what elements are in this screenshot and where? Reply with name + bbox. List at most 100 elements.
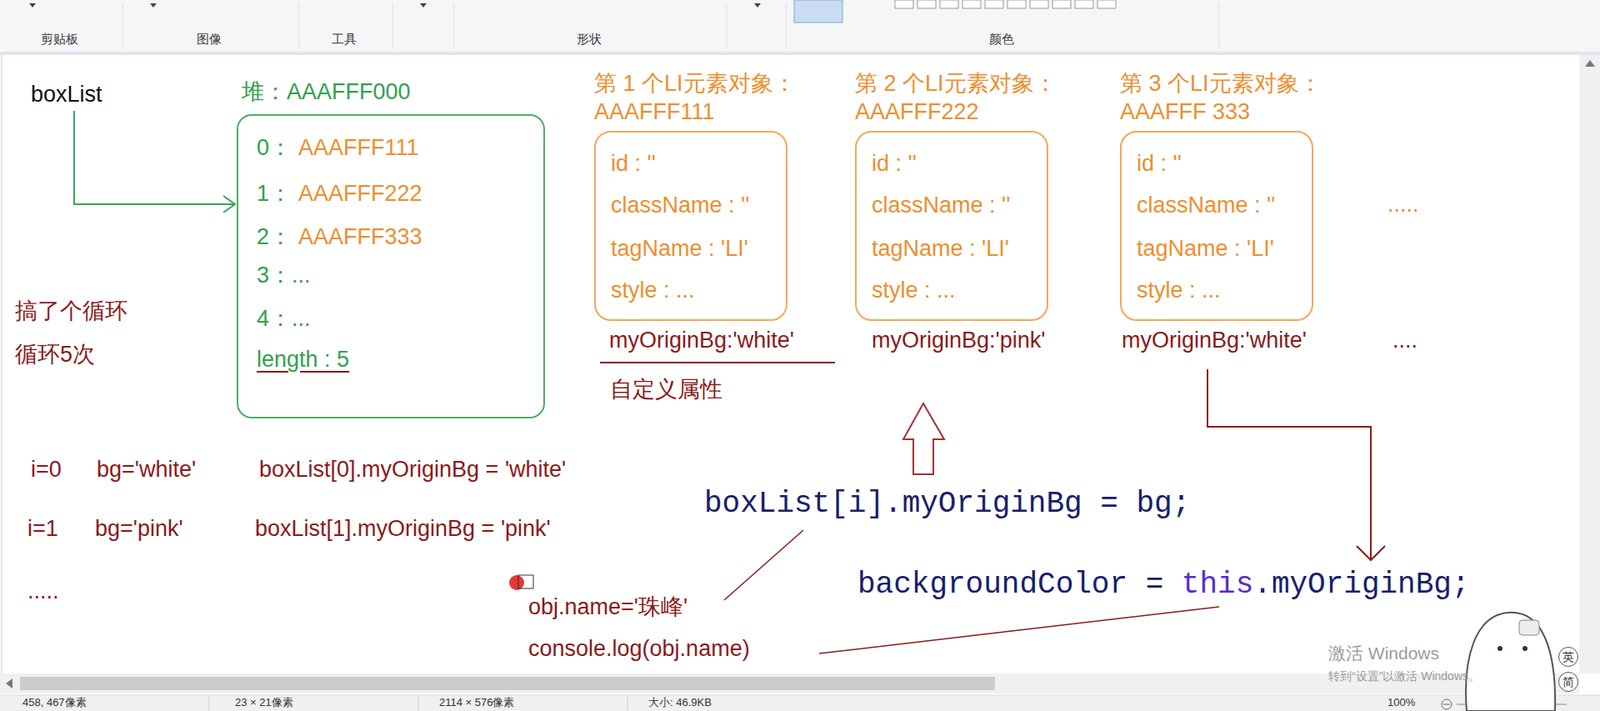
status-text: 2114 × 576像素 bbox=[439, 695, 515, 710]
ribbon-group-label: 形状 bbox=[576, 31, 602, 47]
property-text: style : ... bbox=[610, 276, 695, 304]
ellipsis: .... bbox=[1392, 326, 1418, 354]
watermark: 转到“设置”以激活 Windows。 bbox=[1328, 669, 1480, 684]
canvas-edge bbox=[1, 55, 3, 674]
li-object-box: 第 1 个LI元素对象：AAAFFF111id : ''className : … bbox=[594, 130, 788, 321]
hollow-up-arrow bbox=[903, 403, 945, 475]
zoom-out-icon bbox=[1441, 699, 1452, 710]
status-edge bbox=[0, 695, 1600, 696]
loop-step: bg='white' bbox=[96, 455, 196, 483]
loop-step: bg='pink' bbox=[95, 515, 184, 542]
ime-text: 简 bbox=[1559, 672, 1578, 691]
index-text: 2： bbox=[256, 223, 292, 250]
index-text: 3：... bbox=[256, 261, 311, 289]
ribbon-group-label: 图像 bbox=[196, 31, 222, 47]
code-keyword: this bbox=[1181, 566, 1254, 603]
object-heading: 第 2 个LI元素对象： bbox=[855, 70, 1057, 97]
mascot bbox=[1465, 612, 1555, 711]
mascot-eye bbox=[1497, 645, 1503, 651]
index-text: 0： bbox=[256, 134, 292, 161]
zoom-out-icon bbox=[1443, 704, 1450, 705]
example-code: obj.name='珠峰' bbox=[528, 593, 688, 620]
leader-line bbox=[819, 606, 1220, 654]
address-text: AAAFFF 333 bbox=[1120, 98, 1250, 125]
index-text: 4：... bbox=[256, 305, 311, 332]
status-text: 23 × 21像素 bbox=[235, 695, 294, 710]
custom-property: myOriginBg:'white' bbox=[1121, 326, 1307, 354]
scroll-arrow bbox=[5, 678, 13, 689]
ribbon-group-label: 颜色 bbox=[989, 31, 1015, 47]
leader-line bbox=[724, 530, 804, 600]
dropdown-arrows bbox=[29, 3, 761, 8]
ribbon-separators bbox=[122, 3, 1220, 49]
index-text: 1： bbox=[256, 180, 292, 207]
code-line: boxList[i].myOriginBg = bg; bbox=[704, 485, 1190, 522]
arrow-head bbox=[1356, 545, 1385, 560]
status-text: 458, 467像素 bbox=[22, 695, 87, 710]
property-text: id : '' bbox=[610, 150, 656, 177]
address-text: AAAFFF222 bbox=[298, 180, 423, 207]
note-text: 搞了个循环 bbox=[15, 297, 128, 325]
property-text: className : '' bbox=[871, 191, 1010, 219]
code-line: .myOriginBg; bbox=[1253, 566, 1470, 603]
property-text: className : '' bbox=[1136, 191, 1275, 219]
object-heading: 第 3 个LI元素对象： bbox=[1120, 70, 1322, 97]
custom-property: myOriginBg:'white' bbox=[609, 326, 795, 354]
heap-heading: 堆：AAAFFF000 bbox=[241, 78, 411, 105]
loop-step: i=0 bbox=[30, 455, 62, 483]
property-text: id : '' bbox=[1136, 150, 1182, 177]
example-code: console.log(obj.name) bbox=[528, 635, 750, 662]
property-text: tagName : 'LI' bbox=[871, 235, 1010, 262]
property-text: id : '' bbox=[871, 150, 917, 177]
mascot-eye bbox=[1522, 645, 1528, 651]
scroll-arrow bbox=[1585, 60, 1595, 67]
cursor-dot bbox=[509, 575, 525, 590]
underline bbox=[600, 361, 835, 364]
scroll-thumb bbox=[20, 676, 995, 690]
property-text: style : ... bbox=[871, 276, 956, 304]
property-text: className : '' bbox=[610, 191, 750, 219]
status-text: 大小: 46.9KB bbox=[648, 695, 712, 710]
ribbon-edge bbox=[0, 51, 1600, 55]
ime-badge: 简 bbox=[1558, 671, 1579, 692]
pointer-arrow bbox=[74, 110, 235, 205]
property-text: tagName : 'LI' bbox=[610, 235, 749, 262]
object-heading: 第 1 个LI元素对象： bbox=[594, 70, 796, 97]
loop-step: boxList[0].myOriginBg = 'white' bbox=[259, 455, 566, 483]
length-text: length : 5 bbox=[256, 345, 350, 373]
toolbar-ribbon bbox=[0, 0, 1600, 52]
property-text: tagName : 'LI' bbox=[1136, 235, 1275, 262]
ellipsis: ..... bbox=[1387, 190, 1420, 218]
address-text: AAAFFF111 bbox=[298, 134, 420, 161]
vertical-scrollbar bbox=[1579, 55, 1600, 674]
watermark: 激活 Windows bbox=[1328, 642, 1440, 664]
mascot-badge bbox=[1519, 620, 1540, 635]
loop-step: i=1 bbox=[27, 515, 59, 542]
flow-line bbox=[1207, 369, 1371, 560]
li-object-box: 第 2 个LI元素对象：AAAFFF222id : ''className : … bbox=[855, 130, 1049, 321]
variable-name: boxList bbox=[30, 80, 103, 108]
address-text: AAAFFF222 bbox=[855, 98, 980, 125]
palette-squares bbox=[895, 0, 1116, 9]
custom-property: myOriginBg:'pink' bbox=[871, 326, 1045, 354]
ime-badge: 英 bbox=[1558, 646, 1579, 667]
loop-step: boxList[1].myOriginBg = 'pink' bbox=[255, 515, 551, 542]
note-text: 自定义属性 bbox=[610, 375, 723, 403]
address-text: AAAFFF333 bbox=[298, 223, 423, 250]
ime-text: 英 bbox=[1559, 647, 1578, 666]
status-separators bbox=[209, 696, 628, 711]
status-text: 100% bbox=[1387, 695, 1415, 710]
note-text: 循环5次 bbox=[15, 340, 95, 368]
ribbon-group-label: 剪贴板 bbox=[40, 31, 79, 47]
code-line: backgroundColor = bbox=[857, 566, 1164, 603]
status-bar bbox=[0, 695, 1600, 711]
color-selected bbox=[794, 0, 843, 23]
cursor-box bbox=[518, 575, 534, 589]
heap-box: 堆：AAAFFF0000：AAAFFF1111：AAAFFF2222：AAAFF… bbox=[236, 114, 545, 419]
arrow-head bbox=[223, 195, 235, 213]
address-text: AAAFFF111 bbox=[594, 98, 715, 125]
ellipsis: ..... bbox=[27, 577, 60, 605]
property-text: style : ... bbox=[1136, 276, 1221, 304]
li-object-box: 第 3 个LI元素对象：AAAFFF 333id : ''className :… bbox=[1120, 130, 1314, 321]
